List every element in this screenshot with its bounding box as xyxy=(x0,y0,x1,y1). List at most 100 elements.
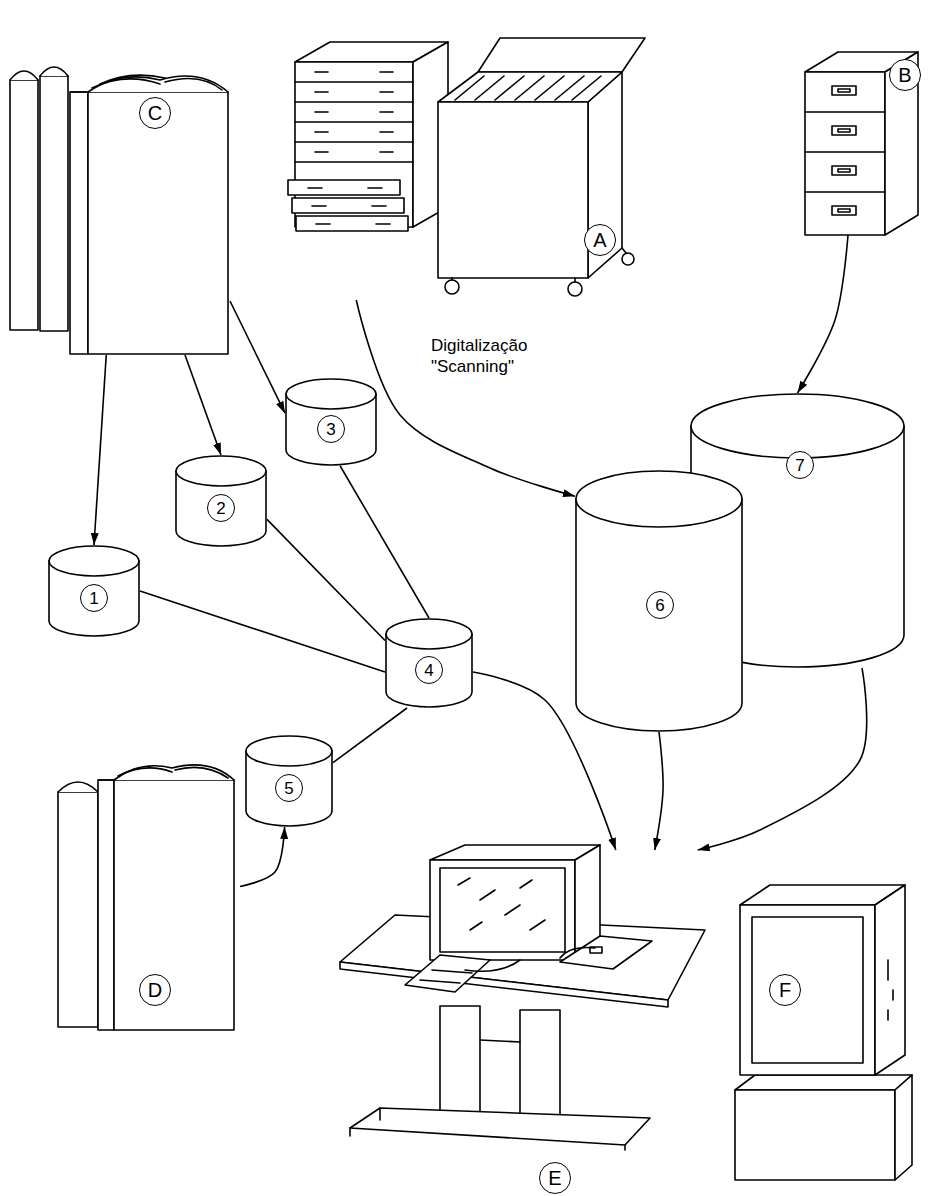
drawer-cabinet xyxy=(315,151,328,153)
cylinder-body xyxy=(691,426,904,667)
callout-number-circle: 4 xyxy=(415,656,443,684)
equipment-figure: D xyxy=(50,765,240,1035)
equipment-figure: E xyxy=(335,850,725,1196)
file-bin-cabinet xyxy=(622,248,626,253)
cylinder-body xyxy=(576,499,742,731)
cylinder-top xyxy=(176,456,266,486)
flow-arrow xyxy=(356,300,575,496)
filing-cabinet xyxy=(832,126,856,135)
database-cylinder: 4 xyxy=(385,618,473,708)
equipment-figure: A xyxy=(285,38,660,300)
display-monitor xyxy=(735,1090,895,1180)
book-volumes xyxy=(175,767,228,778)
callout-letter: C xyxy=(148,103,162,123)
book-volumes xyxy=(70,92,88,354)
drawer-cabinet xyxy=(380,71,393,73)
display-monitor xyxy=(875,885,905,1075)
callout-number: 5 xyxy=(284,780,293,797)
display-monitor xyxy=(735,885,912,1180)
callout-number: 4 xyxy=(424,662,433,679)
book-volumes xyxy=(88,92,228,354)
graphics-workstation xyxy=(465,960,520,971)
callout-number-circle: 7 xyxy=(786,451,814,479)
database-cylinder: 6 xyxy=(575,470,743,732)
equipment-figure: F xyxy=(715,875,920,1185)
book-volumes xyxy=(40,76,68,331)
graphics-workstation xyxy=(470,922,482,930)
cylinder-top xyxy=(286,379,376,409)
file-bin-cabinet xyxy=(438,72,622,102)
callout-number: 2 xyxy=(216,500,225,517)
callout-letter: E xyxy=(548,1168,561,1188)
book-volumes xyxy=(10,71,38,80)
flow-arrow xyxy=(798,235,849,393)
flow-arrow xyxy=(655,732,663,850)
callout-number: 1 xyxy=(89,590,98,607)
callout-letter: D xyxy=(148,980,162,1000)
graphics-workstation xyxy=(349,1128,351,1136)
display-monitor xyxy=(887,1010,889,1020)
filing-cabinet xyxy=(838,209,850,212)
drawer-cabinet xyxy=(288,180,400,195)
filing-cabinet xyxy=(838,169,850,172)
drawer-cabinet xyxy=(295,121,413,123)
graphics-workstation xyxy=(505,905,520,915)
filing-cabinet xyxy=(805,72,885,235)
flow-arrow xyxy=(94,355,106,545)
book-volumes xyxy=(10,80,38,330)
display-monitor xyxy=(740,905,875,1075)
callout-letter-circle: B xyxy=(889,59,921,91)
graphics-workstation xyxy=(624,1145,626,1150)
database-cylinder: 1 xyxy=(48,545,140,637)
callout-letter: F xyxy=(779,980,791,1000)
file-bin-cabinet xyxy=(622,253,634,265)
drawer-cabinet xyxy=(376,223,390,225)
filing-cabinet xyxy=(805,191,885,193)
graphics-workstation xyxy=(530,920,545,930)
filing-cabinet xyxy=(805,111,885,113)
graphics-workstation xyxy=(480,890,495,900)
drawer-cabinet xyxy=(295,161,413,163)
book-volumes xyxy=(118,768,172,776)
drawer-cabinet xyxy=(380,131,393,133)
file-bin-cabinet xyxy=(572,76,601,100)
drawer-cabinet xyxy=(292,198,404,213)
scanning-label: Digitalização "Scanning" xyxy=(431,336,527,376)
cylinder-top xyxy=(386,619,472,649)
flow-arrow xyxy=(185,355,221,455)
graphics-workstation xyxy=(420,980,460,983)
graphics-workstation xyxy=(440,868,565,952)
link-line xyxy=(333,708,407,763)
filing-cabinet xyxy=(838,89,850,92)
book-volumes xyxy=(98,780,114,1030)
drawer-cabinet xyxy=(295,141,413,143)
filing-cabinet xyxy=(805,52,918,235)
book-volumes xyxy=(58,792,98,1027)
link-line xyxy=(267,519,385,640)
display-monitor xyxy=(752,917,863,1063)
graphics-workstation xyxy=(520,880,532,888)
drawer-cabinet xyxy=(315,71,328,73)
drawer-cabinet xyxy=(368,187,382,189)
graphics-workstation xyxy=(430,860,575,960)
book-volumes xyxy=(98,765,234,780)
callout-number-circle: 6 xyxy=(646,591,674,619)
drawer-cabinet xyxy=(288,42,448,231)
filing-cabinet xyxy=(832,206,856,215)
file-bin-cabinet xyxy=(445,280,459,294)
callout-number: 3 xyxy=(326,421,335,438)
link-line xyxy=(340,466,429,618)
graphics-workstation xyxy=(379,1108,381,1120)
callout-letter-circle: E xyxy=(539,1162,571,1194)
graphics-workstation xyxy=(405,955,490,992)
callout-letter-circle: F xyxy=(769,974,801,1006)
display-monitor xyxy=(895,1075,912,1180)
graphics-workstation xyxy=(440,1006,480,1126)
book-volumes xyxy=(165,78,222,90)
drawer-cabinet xyxy=(295,101,413,103)
drawer-cabinet xyxy=(380,91,393,93)
callout-letter-circle: C xyxy=(139,97,171,129)
equipment-figure: C xyxy=(5,55,230,355)
file-bin-cabinet xyxy=(478,38,645,72)
